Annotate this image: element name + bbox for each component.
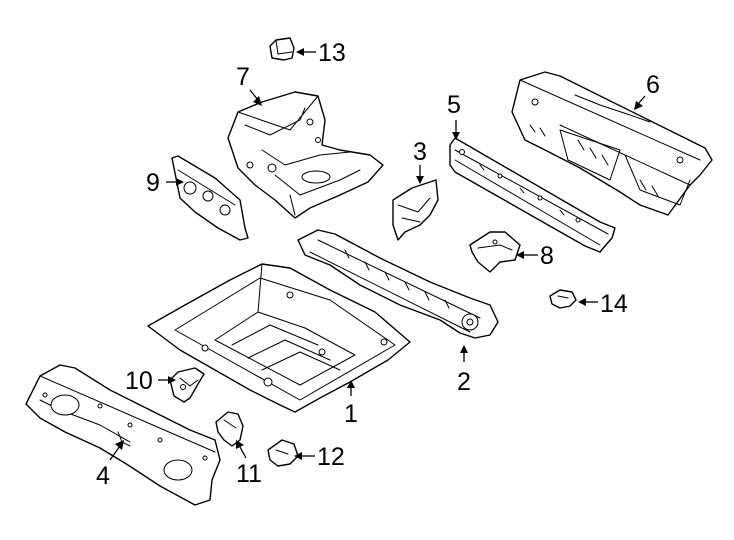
part-4-rear-end-panel bbox=[25, 364, 221, 506]
part-12-bracket bbox=[267, 439, 299, 467]
callout-7: 7 bbox=[236, 63, 262, 106]
callout-10: 10 bbox=[125, 367, 176, 395]
callout-4: 4 bbox=[96, 440, 124, 490]
callout-number: 2 bbox=[457, 368, 471, 396]
callout-number: 1 bbox=[344, 400, 358, 428]
part-9-side-panel bbox=[171, 155, 249, 241]
callout-number: 12 bbox=[317, 443, 345, 471]
part-14-bracket bbox=[549, 289, 577, 309]
part-7-floor-section bbox=[227, 91, 384, 219]
part-6-rear-panel bbox=[511, 71, 713, 216]
part-10-bracket bbox=[169, 367, 205, 403]
callout-13: 13 bbox=[296, 39, 346, 67]
callout-number: 9 bbox=[146, 169, 160, 197]
part-3-bracket bbox=[392, 179, 439, 241]
callout-2: 2 bbox=[457, 345, 471, 396]
callout-number: 4 bbox=[96, 462, 110, 490]
part-2-rail bbox=[297, 229, 499, 339]
callout-9: 9 bbox=[146, 169, 184, 197]
callout-number: 10 bbox=[125, 367, 153, 395]
part-8-bracket bbox=[469, 231, 521, 273]
callout-number: 13 bbox=[318, 39, 346, 67]
callout-8: 8 bbox=[516, 242, 554, 270]
callout-number: 6 bbox=[646, 71, 660, 99]
callout-5: 5 bbox=[447, 91, 461, 140]
callout-number: 11 bbox=[236, 460, 262, 488]
callout-14: 14 bbox=[578, 290, 628, 318]
callout-1: 1 bbox=[344, 380, 358, 428]
callout-11: 11 bbox=[236, 440, 262, 488]
part-1-floor-pan bbox=[147, 263, 411, 413]
callout-number: 14 bbox=[600, 290, 628, 318]
callout-number: 8 bbox=[540, 242, 554, 270]
part-13-bracket bbox=[269, 37, 295, 61]
callout-12: 12 bbox=[294, 443, 345, 471]
callout-number: 5 bbox=[447, 91, 461, 119]
callout-3: 3 bbox=[413, 138, 427, 184]
callout-6: 6 bbox=[634, 71, 660, 110]
part-11-bracket bbox=[215, 411, 244, 447]
callout-number: 3 bbox=[413, 138, 427, 166]
part-5-crossmember bbox=[449, 137, 616, 253]
callout-number: 7 bbox=[236, 63, 250, 91]
